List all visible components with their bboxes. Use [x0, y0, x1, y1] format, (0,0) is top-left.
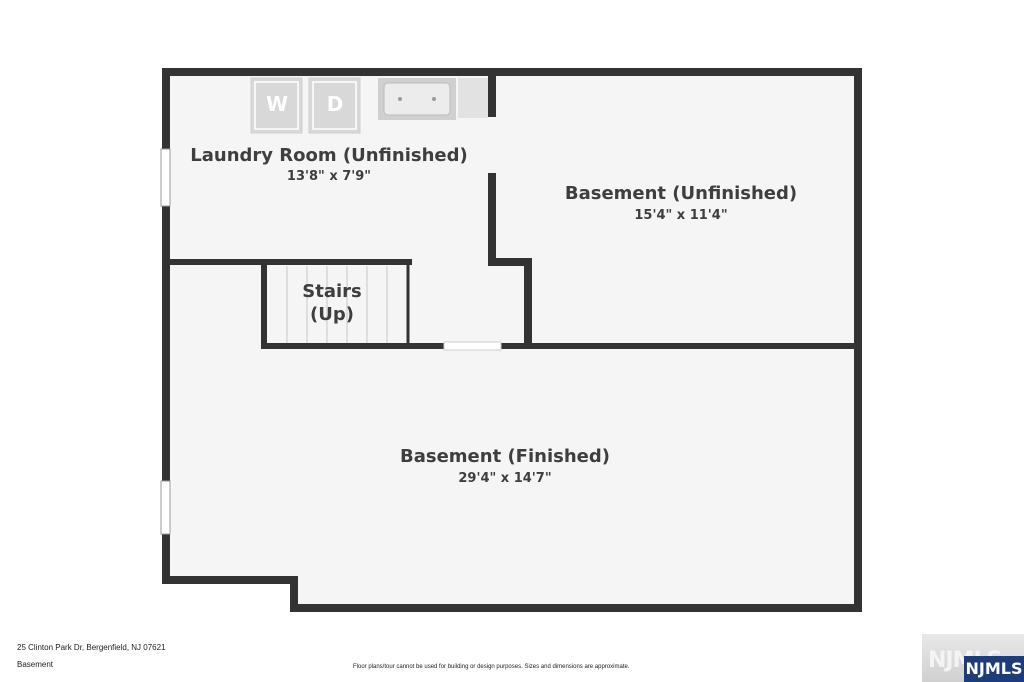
- stair-treads: [286, 266, 388, 343]
- stairs-direction: (Up): [310, 304, 354, 325]
- basement-finished-name: Basement (Finished): [400, 446, 610, 467]
- washer-appliance: W: [250, 77, 303, 134]
- sink-icon: [378, 78, 488, 120]
- unfinished-basement-wall: [488, 173, 532, 346]
- property-address: 25 Clinton Park Dr, Bergenfield, NJ 0762…: [17, 643, 166, 652]
- window-finished: [160, 480, 171, 535]
- washer-label: W: [266, 92, 288, 116]
- laundry-room-dims: 13'8" x 7'9": [287, 169, 371, 184]
- floor-area: [166, 72, 858, 608]
- stairs-label: Stairs: [302, 281, 361, 302]
- exterior-wall: [162, 68, 862, 612]
- basement-unfinished-dims: 15'4" x 11'4": [634, 208, 727, 223]
- doorway-opening: [443, 341, 502, 351]
- window-laundry: [160, 148, 171, 207]
- laundry-room-name: Laundry Room (Unfinished): [190, 145, 467, 166]
- basement-finished-dims: 29'4" x 14'7": [458, 471, 551, 486]
- disclaimer-text: Floor plans/tour cannot be used for buil…: [353, 664, 630, 670]
- dryer-appliance: D: [308, 77, 361, 134]
- dryer-label: D: [327, 92, 344, 116]
- stair-enclosure-wall: [261, 262, 444, 349]
- basement-unfinished-name: Basement (Unfinished): [565, 183, 797, 204]
- walls: [162, 68, 862, 612]
- njmls-watermark: NJMLS NJMLS: [922, 634, 1024, 682]
- njmls-logo-badge: NJMLS: [964, 656, 1024, 682]
- floor-level-label: Basement: [17, 660, 54, 669]
